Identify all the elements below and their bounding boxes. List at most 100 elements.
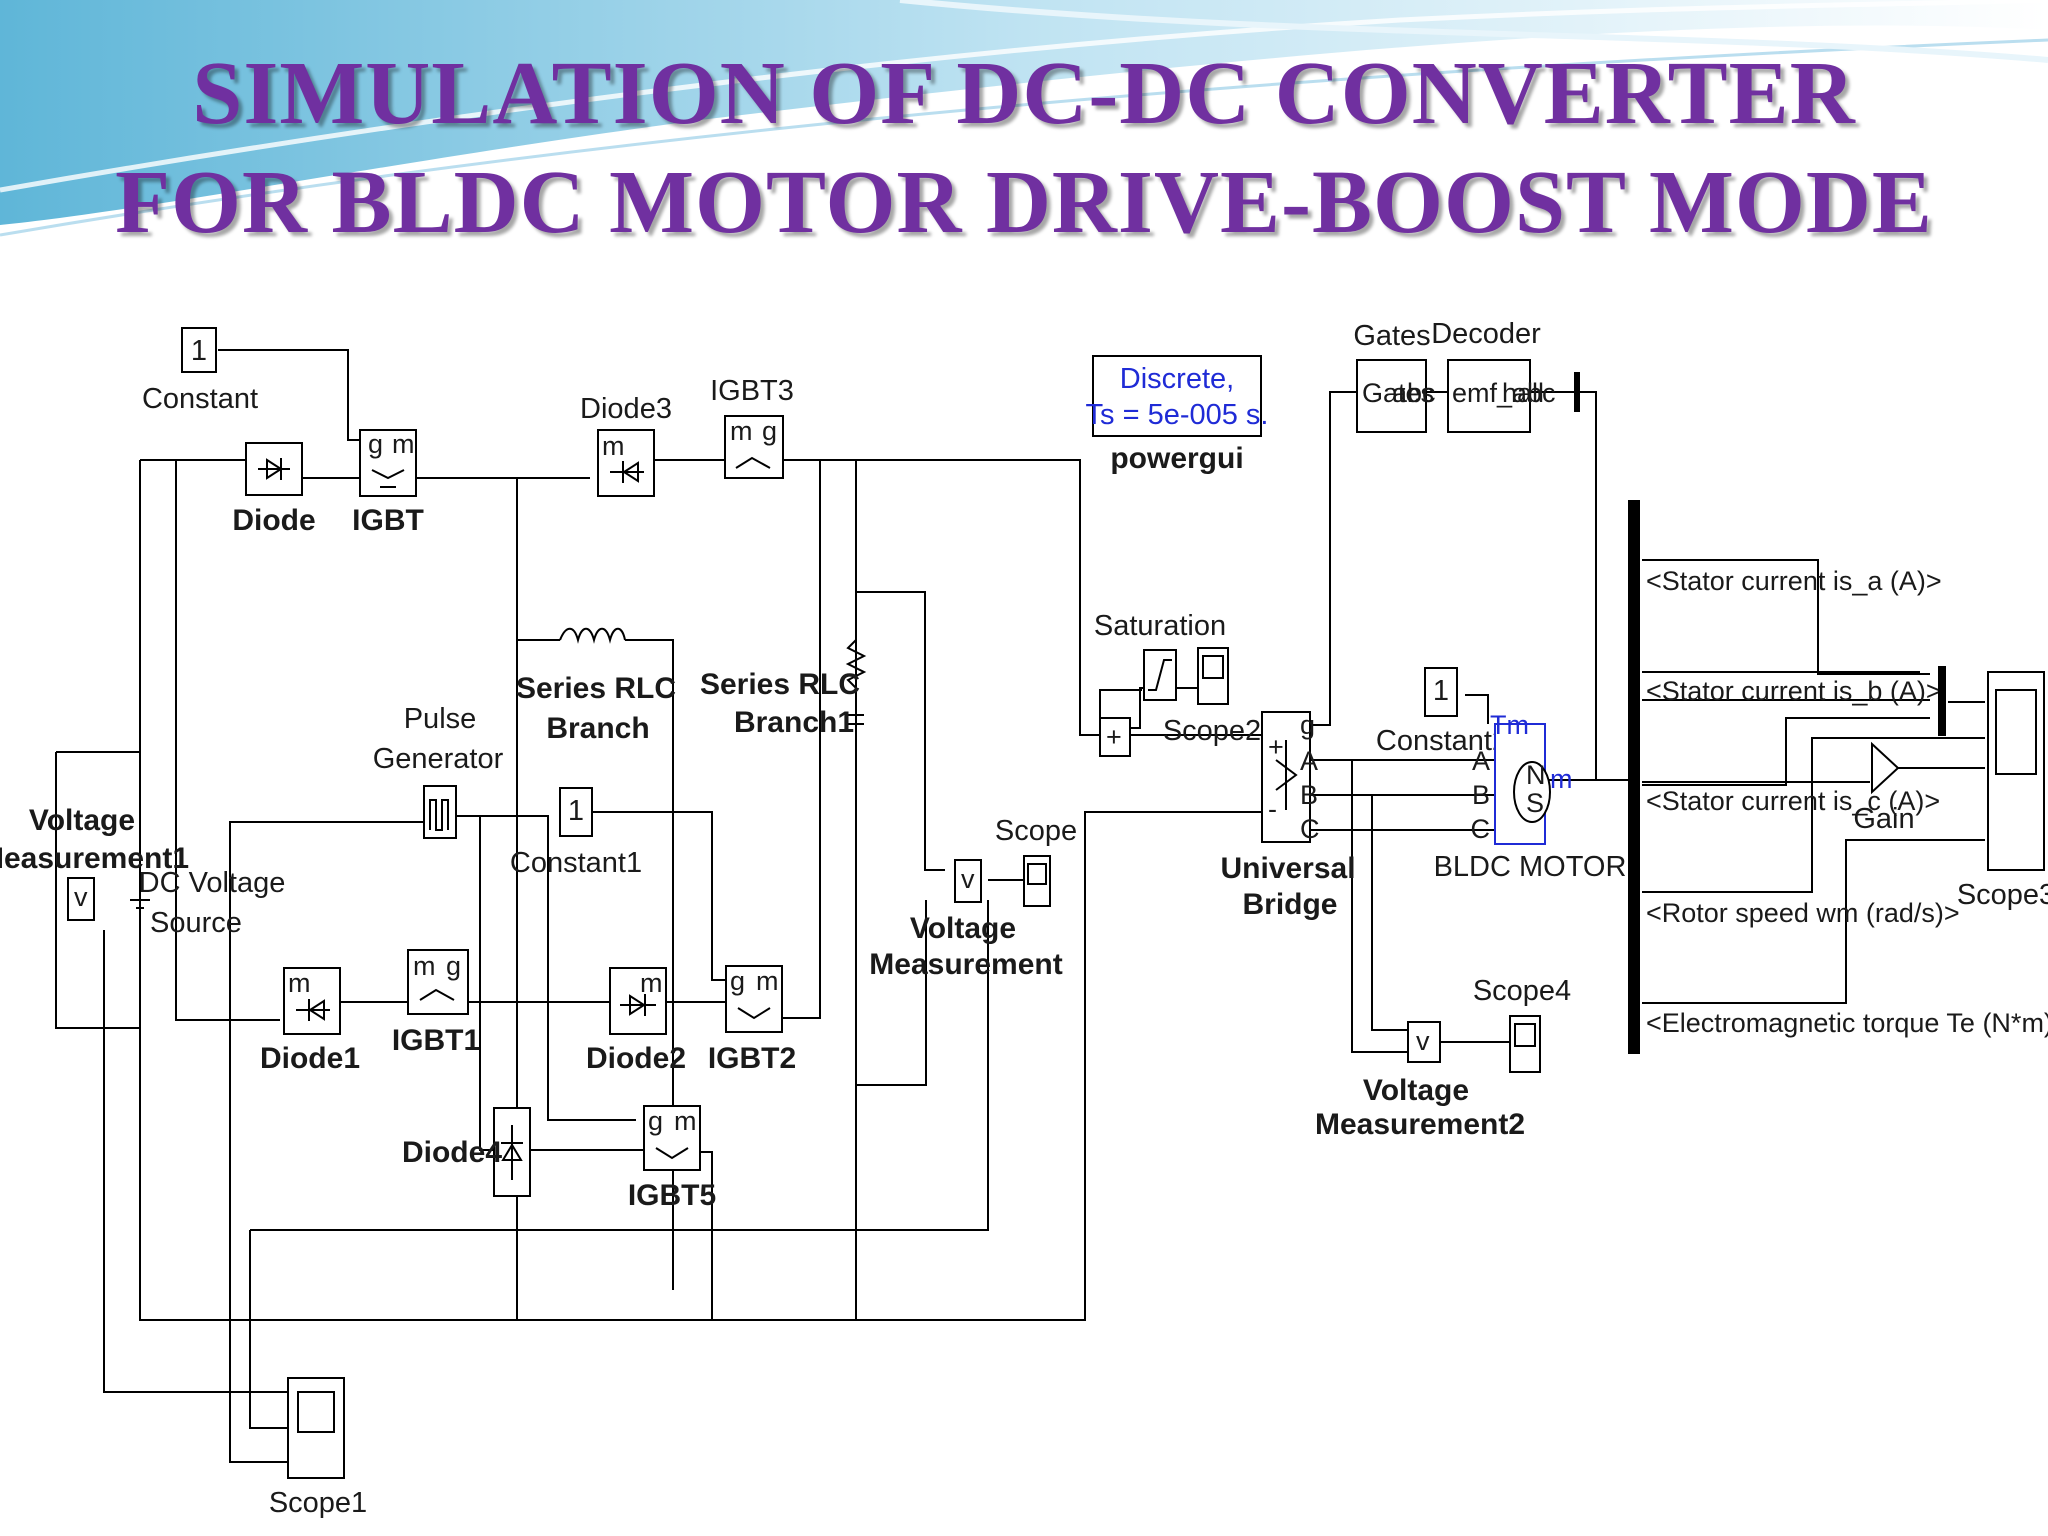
sum-sign: + [1106,722,1122,752]
wire-rlc1 [855,460,927,1086]
scope4-label: Scope4 [1473,975,1571,1007]
motor-port-a: A [1472,746,1490,776]
vm-label-2: Measurement [869,948,1062,981]
constant1-block[interactable]: 1 Constant1 [510,787,642,879]
powergui-line-1: Discrete, [1120,363,1234,395]
series-rlc-branch1-block[interactable]: Series RLC Branch1 [700,639,867,739]
scope2-block[interactable]: Scope2 [1163,647,1261,747]
vm-label-1: Voltage [910,912,1016,945]
igbt-port-m: m [392,429,415,459]
igbt5-port-m: m [674,1106,697,1136]
scope2-label: Scope2 [1163,715,1261,747]
scope-label: Scope [995,815,1077,847]
igbt1-label: IGBT1 [392,1024,480,1057]
wire-pulse-igbt2 [479,816,648,1151]
motor-port-b: B [1472,780,1490,810]
wire-vm1-scope1 [103,930,288,1393]
motor-port-tm: Tm [1490,710,1529,740]
diode2-block[interactable]: m Diode2 [586,967,686,1075]
bridge-port-plus: + [1268,732,1284,762]
scope1-block[interactable]: Scope1 [269,1377,367,1519]
igbt-block[interactable]: g m IGBT [352,429,424,537]
decoder-label: Decoder [1431,318,1541,350]
scope-block[interactable]: Scope [995,815,1077,907]
igbt1-block[interactable]: m g IGBT1 [392,949,480,1057]
diode1-block[interactable]: m Diode1 [260,967,360,1075]
series-rlc-branch-block[interactable]: Series RLC Branch [516,627,676,745]
igbt5-block[interactable]: g m IGBT5 [628,1105,716,1212]
diode3-block[interactable]: m Diode3 [580,393,672,497]
gates-block[interactable]: Gates abc Gates [1353,320,1436,433]
motor-port-c: C [1471,814,1491,844]
igbt2-block[interactable]: g m IGBT2 [708,965,796,1075]
wire-igbt5-right [700,1151,713,1320]
voltage-measurement2-block[interactable]: v Voltage Measurement2 [1315,1021,1525,1141]
pulse-generator-block[interactable]: Pulse Generator [373,703,504,839]
igbt-port-g: g [368,429,383,459]
igbt5-port-g: g [648,1106,663,1136]
diode4-block[interactable]: Diode4 [402,1107,531,1197]
diode3-port-m: m [602,431,625,461]
wire-vm1-box [55,751,140,1029]
sum-block[interactable]: + [1099,717,1131,757]
bridge-port-a: A [1300,746,1318,776]
vm2-label-2: Measurement2 [1315,1108,1525,1141]
vm1-label-2: Measurement1 [0,842,189,875]
wire-scope1-c [249,1230,288,1429]
series-rlc1-label-2: Branch1 [734,706,854,739]
igbt-label: IGBT [352,504,424,537]
motor-port-m: m [1550,764,1573,794]
motor-pole-s: S [1526,788,1544,818]
constant2-block[interactable]: 1 Constant2 [1376,667,1508,757]
mux-bar [1938,666,1946,736]
diode1-label: Diode1 [260,1042,360,1075]
constant2-label: Constant2 [1376,725,1508,757]
wire-rlc1-branch [856,591,945,871]
scope3-block[interactable]: Scope3 [1957,671,2048,911]
wire-vm2 [1351,760,1408,1053]
gates-label: Gates [1353,320,1430,352]
igbt2-label: IGBT2 [708,1042,796,1075]
universal-bridge-block[interactable]: + - g A B C Universal Bridge [1220,710,1355,921]
dc-voltage-source-block[interactable]: DC Voltage Source [130,867,285,939]
gates-port-out: abc [1392,378,1436,408]
wire-hall-loop [1545,391,1597,781]
series-rlc-label-1: Series RLC [516,672,676,705]
saturation-block[interactable]: Saturation [1094,610,1226,701]
igbt3-port-g: g [762,416,777,446]
bldc-motor-block[interactable]: N S Tm m A B C BLDC MOTOR [1434,710,1627,883]
series-rlc-label-2: Branch [546,712,649,745]
decoder-block[interactable]: emf_abc hall Decoder [1431,318,1556,433]
bridge-port-c: C [1300,814,1320,844]
signal-label-te: <Electromagnetic torque Te (N*m)> [1646,1008,2048,1038]
signal-label-is-a: <Stator current is_a (A)> [1646,566,1942,596]
constant-value: 1 [191,335,207,367]
decoder-port-out: hall [1502,378,1544,408]
igbt1-port-g: g [446,951,461,981]
bus-signal-list: <Stator current is_a (A)> <Stator curren… [1646,566,2048,1038]
igbt3-block[interactable]: m g IGBT3 [710,375,794,479]
powergui-label: powergui [1110,442,1243,475]
gain-block[interactable]: Gain [1853,741,1915,835]
wire-igbt2-right [782,460,821,1019]
wire-scope1-mid [250,900,989,1231]
header-background [0,0,2048,237]
wire-sig-c [1642,717,1930,786]
vm2-label-1: Voltage [1363,1074,1469,1107]
powergui-block[interactable]: Discrete, Ts = 5e-005 s. powergui [1086,355,1269,475]
bus-selector-bar [1628,500,1640,1054]
igbt3-port-m: m [730,416,753,446]
voltage-measurement-block[interactable]: v Voltage Measurement [869,859,1063,981]
wire-sig-b [1642,671,1930,701]
motor-pole-n: N [1526,760,1546,790]
scope1-label: Scope1 [269,1487,367,1519]
diode-block[interactable]: Diode [232,442,316,537]
wire-tm [1465,694,1489,724]
scope4-block[interactable]: Scope4 [1473,975,1571,1073]
voltage-measurement1-block[interactable]: v Voltage Measurement1 [0,804,189,921]
diode2-label: Diode2 [586,1042,686,1075]
decoder-port-in: emf_abc [1452,378,1556,408]
pulse-label-1: Pulse [404,703,477,735]
constant-block[interactable]: 1 Constant [142,327,258,415]
slide-title-line-2: FOR BLDC MOTOR DRIVE-BOOST MODE [115,153,1933,252]
